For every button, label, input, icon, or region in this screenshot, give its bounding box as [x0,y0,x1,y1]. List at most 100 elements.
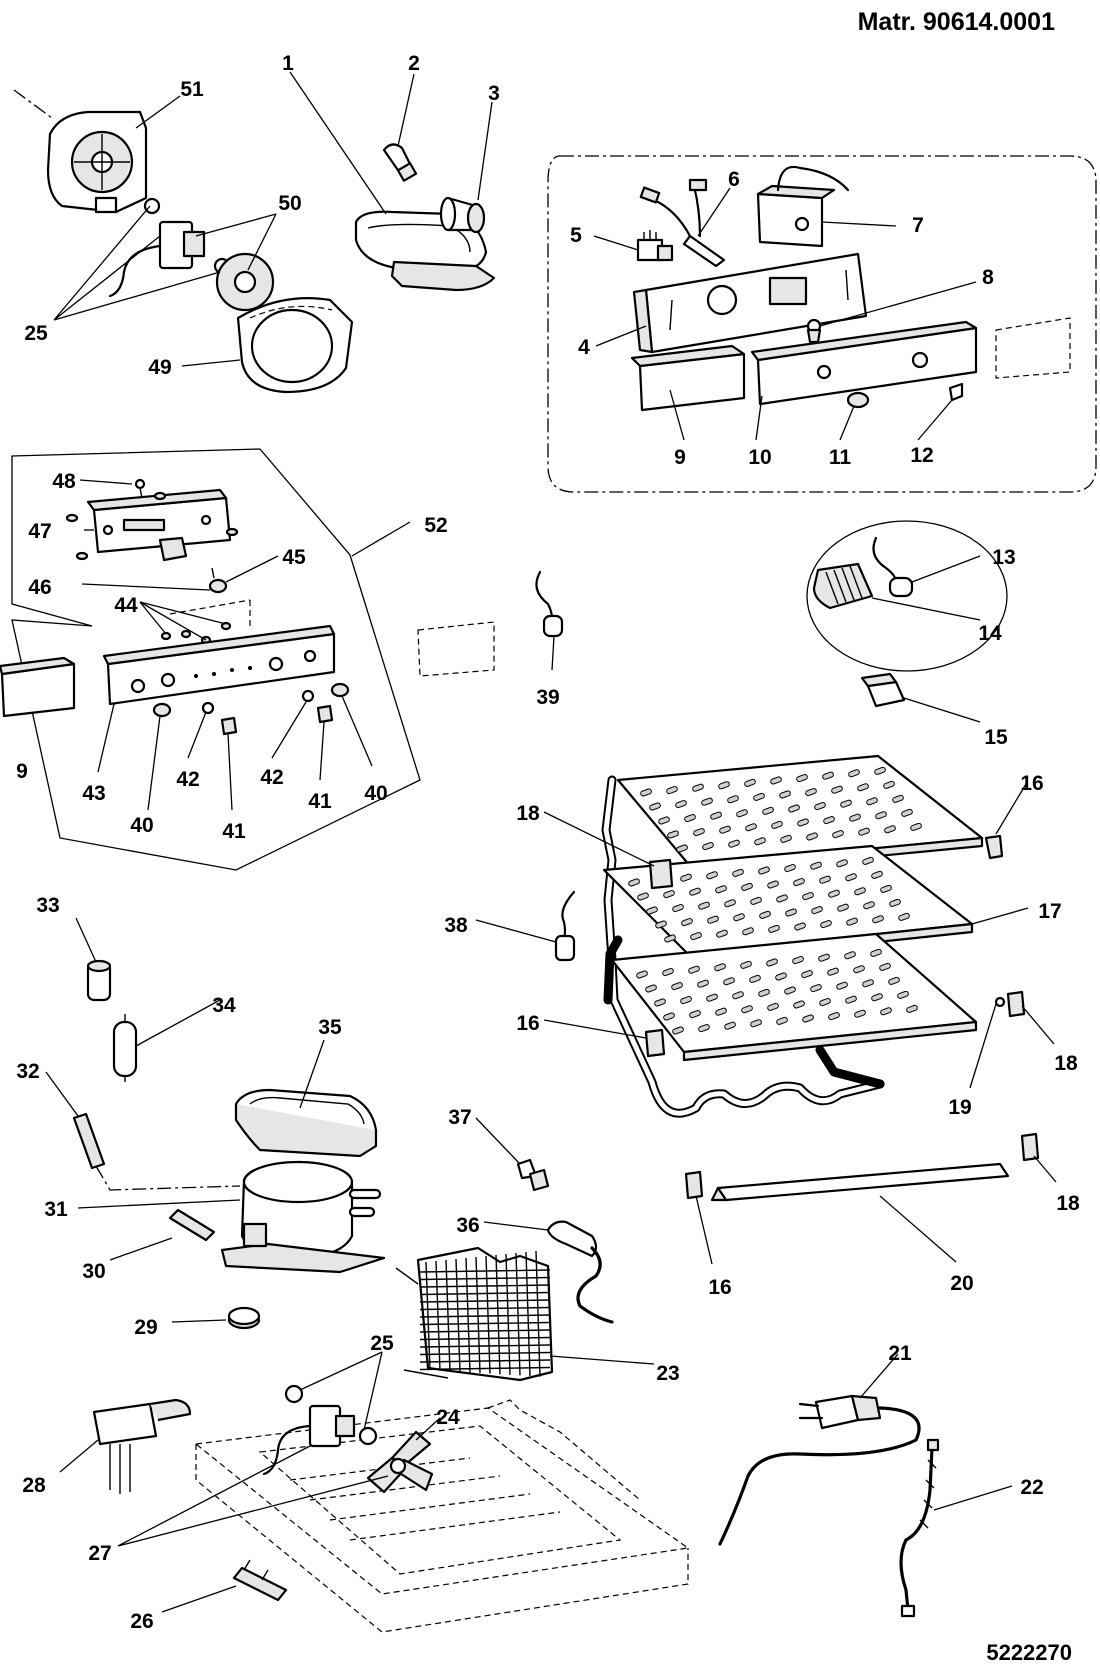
shelf-slot [758,988,770,997]
grommet-29 [227,1306,261,1330]
callout-40: 40 [130,814,153,837]
callout-9: 9 [16,760,28,783]
relay-33 [86,959,112,1002]
shelf-slot [871,993,883,1002]
callout-32: 32 [16,1060,39,1083]
callout-45: 45 [282,546,306,569]
shelf-slot [879,962,891,971]
power-cord-21 [718,1394,921,1546]
display-board-47 [86,488,232,562]
lamp-holder-3 [439,196,486,234]
shelf-slot [892,794,904,803]
callout-9: 9 [674,446,686,469]
shelf-slot [875,811,887,820]
callout-13: 13 [992,546,1015,569]
callout-35: 35 [318,1016,342,1039]
spacers-46 [65,513,239,561]
shelf-slot [689,887,701,896]
condenser-wire [419,1351,551,1356]
knob-12 [948,382,964,402]
shelf-slot [640,788,652,797]
shelf-slot [901,808,913,817]
fan-blade-50 [215,252,275,312]
callout-48: 48 [52,470,76,493]
shelf-slot [702,842,714,851]
shelf-slot [862,856,874,865]
shelf-slot [675,800,687,809]
shelf-slot [776,894,788,903]
shelf-slot [857,783,869,792]
callout-17: 17 [1038,900,1061,923]
shelf-slot [831,785,843,794]
condenser-wire [419,1291,551,1296]
shelf-slot [797,818,809,827]
lamp-bulb-2 [382,143,418,182]
shelf-slot [688,965,700,974]
sensor-39 [535,570,564,638]
shelf-slot [723,977,735,986]
shelf-slot [719,825,731,834]
shelf-slot [693,828,705,837]
shelf-slot [745,823,757,832]
callout-21: 21 [888,1342,912,1365]
shelf-slot [663,1012,675,1021]
callout-20: 20 [950,1272,973,1295]
shelf-slot [854,887,866,896]
shelf-slot [715,1007,727,1016]
shelf-slot [801,970,813,979]
shelf-slot [732,868,744,877]
callout-25: 25 [370,1332,394,1355]
callout-34: 34 [212,994,236,1017]
shelf-slot [819,998,831,1007]
shelf-slot [788,804,800,813]
label-placeholder-b [417,621,495,677]
dryer-34 [112,1014,138,1082]
callout-16: 16 [1020,772,1043,795]
knobs-panel-parts [152,682,350,736]
shelf-slot [736,809,748,818]
callout-4: 4 [578,336,590,359]
callout-12: 12 [910,444,933,467]
shelf-slot [724,1021,736,1030]
screw-8 [806,318,822,344]
shelf-slot [715,885,727,894]
shelf-slot [758,866,770,875]
callout-19: 19 [948,1096,971,1119]
shelf-slot [744,778,756,787]
callout-14: 14 [978,622,1002,645]
glass-strip-20 [710,1162,1010,1202]
callout-40: 40 [364,782,387,805]
capacitor-36 [546,1220,614,1324]
base-tray [194,1399,690,1633]
shelf-slot [697,979,709,988]
shelf-slot [768,924,780,933]
callout-29: 29 [134,1316,157,1339]
shelf-slot [874,766,886,775]
screw-48 [134,478,167,501]
callout-8: 8 [982,266,994,289]
shelf-slot [792,956,804,965]
shelf-slot [889,898,901,907]
shelf-slot [858,827,870,836]
shelf-slot [784,864,796,873]
shelf-slot [724,899,736,908]
shelf-slot [767,1002,779,1011]
shelf-slot [863,901,875,910]
shelf-slot [819,875,831,884]
shelf-slot [822,771,834,780]
drawing-code: 5222270 [986,1640,1072,1665]
shelf-slot [883,780,895,789]
shelf-slot [671,982,683,991]
callout-41: 41 [222,820,246,843]
shelf-slot [853,965,865,974]
shelf-slot [698,901,710,910]
shelf-slot [849,813,861,822]
shelf-slot [805,788,817,797]
shelf-slot [776,1016,788,1025]
shelf-slot [742,927,754,936]
lamp-14 [812,562,874,610]
shelf-slot [662,968,674,977]
shelf-slot [832,830,844,839]
shelf-slot [844,951,856,960]
